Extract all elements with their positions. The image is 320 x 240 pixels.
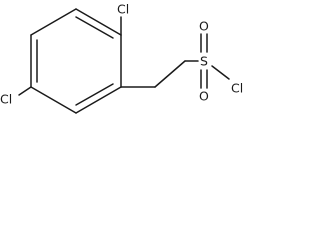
bond-s-cl [211,65,230,80]
atom-cl-sulfonyl: Cl [231,81,243,96]
ring-bond [75,8,122,36]
bond-ring-cl-left [18,86,32,96]
atom-oxygen-bottom: O [199,89,209,104]
benzene-ring [30,8,122,114]
chemical-structure: Cl Cl S O O Cl [0,2,243,114]
atom-cl-left: Cl [0,92,12,107]
ring-bond [30,86,77,114]
ring-bond [75,86,122,114]
bond-ch2-ch2 [154,60,186,88]
ring-double-bond [75,16,114,39]
atom-oxygen-top: O [199,19,209,34]
atom-sulfur: S [200,54,208,69]
atom-cl-top: Cl [117,2,129,17]
ring-bond [30,8,77,36]
ring-double-bond [75,83,114,106]
